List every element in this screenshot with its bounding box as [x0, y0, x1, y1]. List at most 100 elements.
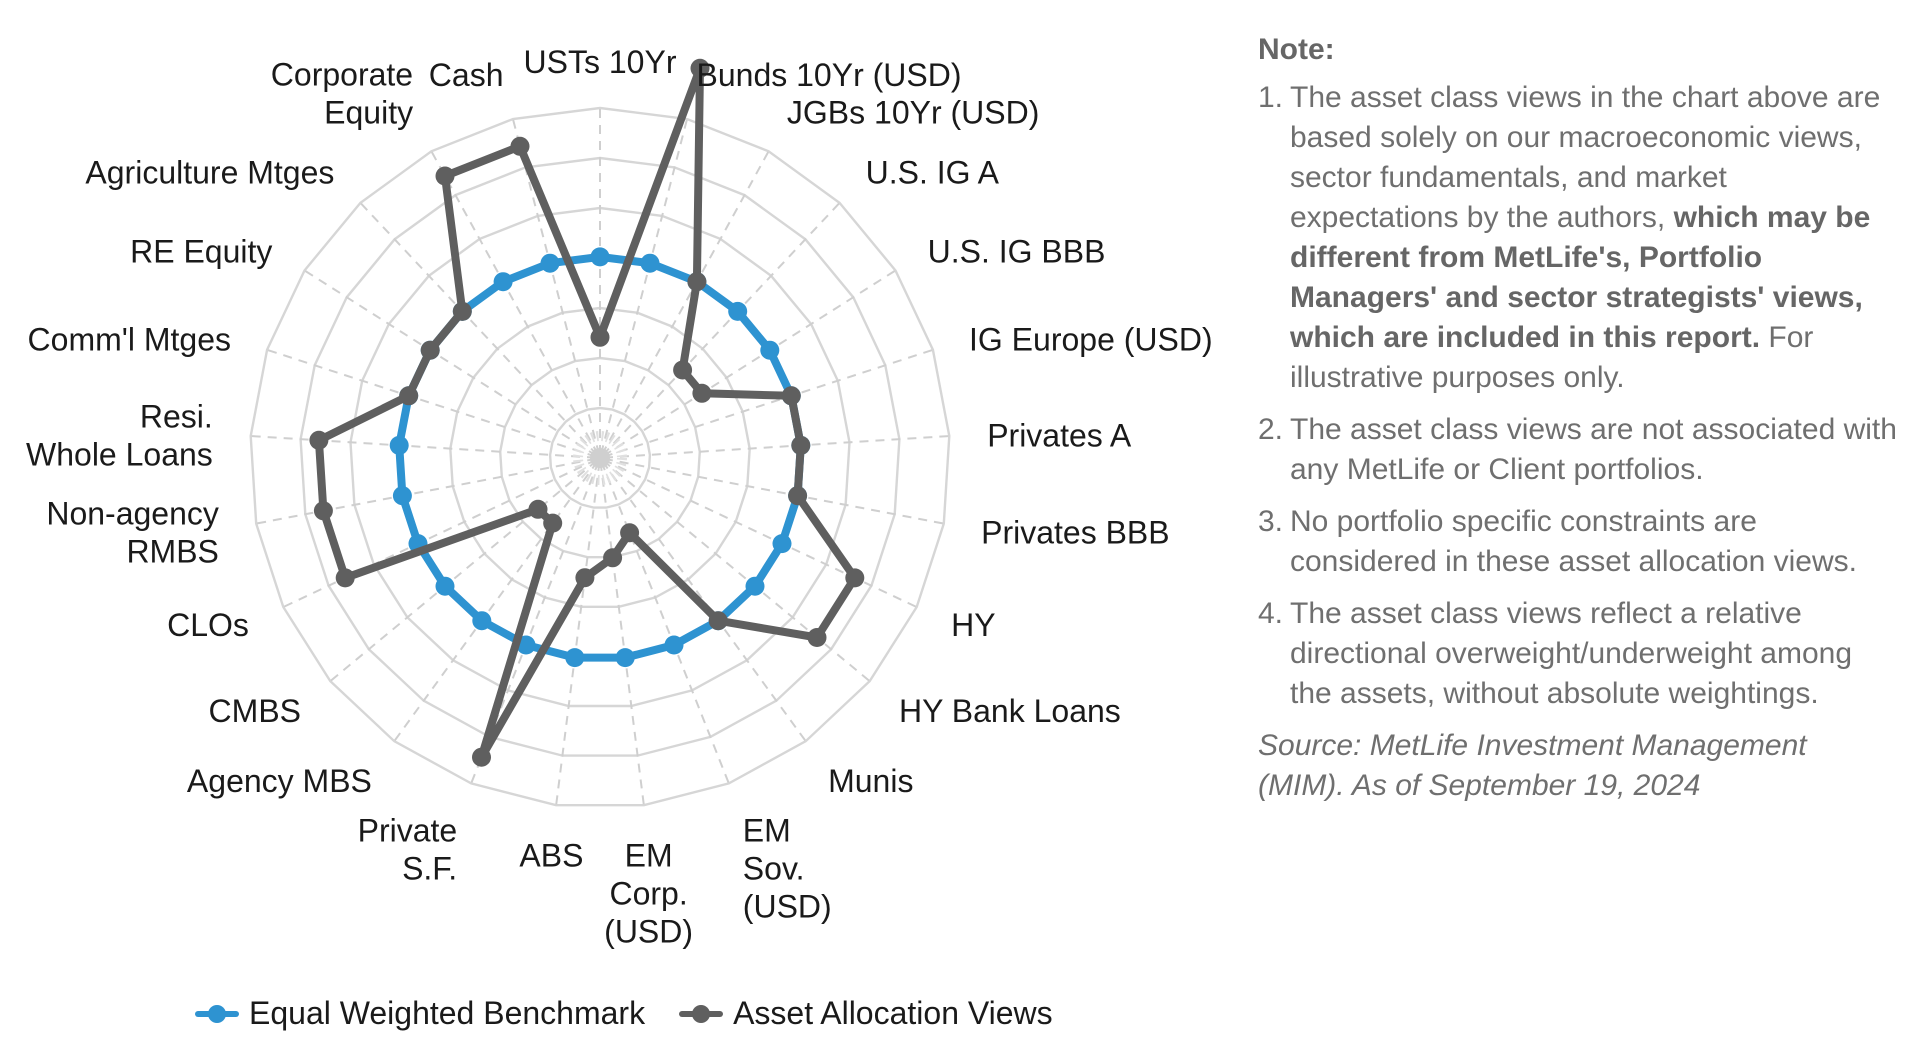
- axis-label: S.F.: [402, 850, 457, 886]
- note-number: 2.: [1258, 413, 1284, 446]
- notes-title: Note:: [1258, 33, 1335, 66]
- series-point-benchmark: [540, 253, 560, 273]
- series-point-views: [335, 568, 355, 588]
- grid-spoke: [250, 435, 597, 459]
- series-point-views: [452, 301, 472, 321]
- grid-spoke: [511, 118, 600, 455]
- axis-label: Privates BBB: [981, 514, 1170, 550]
- axis-label: (USD): [604, 914, 693, 950]
- grid-ring: [249, 106, 951, 807]
- series-point-views: [528, 499, 548, 519]
- axis-label: Cash: [429, 57, 504, 93]
- note-item-1: 1. The asset class views in the chart ab…: [1258, 78, 1898, 398]
- grid-ring: [349, 206, 851, 708]
- grid-spoke: [602, 269, 897, 457]
- grid-ring: [498, 356, 702, 559]
- grid-spoke: [601, 460, 807, 742]
- grid-spoke: [393, 460, 599, 742]
- legend-swatch-views: [679, 1004, 724, 1023]
- axis-label: Comm'l Mtges: [28, 322, 231, 358]
- axis-label: JGBs 10Yr (USD): [787, 95, 1039, 131]
- axis-label: Bunds 10Yr (USD): [697, 57, 962, 93]
- grid-spoke: [603, 458, 918, 608]
- grid-spoke: [555, 461, 601, 806]
- axis-label: Sov.: [743, 850, 805, 886]
- grid-spoke: [599, 461, 645, 806]
- series-point-views: [708, 611, 728, 631]
- axis-label: Private: [358, 812, 458, 848]
- axis-label: EM: [743, 812, 791, 848]
- note-text: The asset class views are not associated…: [1290, 413, 1897, 486]
- axis-label: EM: [625, 838, 673, 874]
- axis-label: Munis: [828, 763, 913, 799]
- note-number: 1.: [1258, 81, 1284, 114]
- series-point-views: [313, 501, 333, 521]
- axis-label: CLOs: [167, 607, 249, 643]
- series-point-views: [845, 568, 865, 588]
- axis-label: Corp.: [609, 876, 687, 912]
- series-point-views: [781, 386, 801, 406]
- series-point-views: [603, 548, 623, 568]
- series-point-benchmark: [392, 486, 412, 506]
- axis-label: Agriculture Mtges: [85, 155, 334, 191]
- grid-spoke: [303, 269, 598, 457]
- series-point-benchmark: [389, 435, 409, 455]
- grid-spoke: [603, 435, 950, 459]
- axis-label: U.S. IG A: [866, 155, 1000, 191]
- series-point-benchmark: [590, 247, 610, 267]
- series-point-views: [543, 513, 563, 533]
- axis-label: (USD): [743, 888, 832, 924]
- series-point-views: [590, 327, 610, 347]
- series-point-benchmark: [664, 635, 684, 655]
- grid-spoke: [600, 461, 730, 784]
- axis-label: RMBS: [126, 533, 218, 569]
- legend-dot-benchmark: [208, 1004, 226, 1023]
- series-point-benchmark: [640, 253, 660, 273]
- grid-spoke: [602, 459, 871, 682]
- series-point-views: [788, 486, 808, 506]
- note-text-part: For illustrative purposes only.: [1290, 321, 1814, 394]
- axis-label: Equity: [324, 95, 413, 131]
- note-text: The asset class views reflect a relative…: [1290, 597, 1853, 710]
- axis-label: Corporate: [271, 57, 413, 93]
- series-point-views: [575, 568, 595, 588]
- grid-spoke: [256, 457, 597, 525]
- series-point-benchmark: [745, 576, 765, 596]
- legend-swatch-benchmark: [195, 1004, 239, 1023]
- axis-label: ABS: [519, 838, 583, 874]
- axis-label: HY Bank Loans: [899, 693, 1121, 729]
- radar-series: [309, 58, 865, 767]
- series-point-benchmark: [493, 272, 513, 292]
- note-text: No portfolio specific constraints are co…: [1290, 505, 1857, 578]
- note-item-4: 4. The asset class views reflect a relat…: [1258, 594, 1898, 714]
- grid-spoke: [329, 459, 598, 682]
- grid-spoke: [602, 202, 841, 456]
- series-point-benchmark: [615, 648, 635, 668]
- axis-label: Whole Loans: [26, 436, 213, 472]
- axis-label: Non-agency: [46, 495, 219, 531]
- axis-label: HY: [951, 607, 995, 643]
- source-note: Source: MetLife Investment Management (M…: [1258, 729, 1807, 802]
- note-number: 3.: [1258, 505, 1284, 538]
- grid-spoke: [601, 150, 770, 455]
- series-point-benchmark: [435, 576, 455, 596]
- radar-grid: [249, 106, 951, 807]
- series-point-views: [687, 272, 707, 292]
- axis-label: CMBS: [209, 693, 301, 729]
- axis-label: Resi.: [140, 398, 213, 434]
- series-point-views: [692, 383, 712, 403]
- note-text-part: The asset class views in the chart above…: [1290, 81, 1881, 234]
- axis-label: Privates A: [987, 417, 1132, 453]
- grid-spoke: [282, 458, 597, 608]
- series-point-benchmark: [772, 534, 792, 554]
- legend-label-views: Asset Allocation Views: [733, 995, 1053, 1031]
- grid-ring: [449, 306, 751, 608]
- grid-ring: [299, 156, 901, 757]
- axis-label: IG Europe (USD): [969, 322, 1213, 358]
- grid-spoke: [266, 348, 597, 458]
- series-point-views: [673, 360, 693, 380]
- notes-panel: Note: 1. The asset class views in the ch…: [1258, 30, 1898, 806]
- legend-item-views: Asset Allocation Views: [679, 995, 1053, 1032]
- chart-legend: Equal Weighted Benchmark Asset Allocatio…: [195, 995, 1087, 1032]
